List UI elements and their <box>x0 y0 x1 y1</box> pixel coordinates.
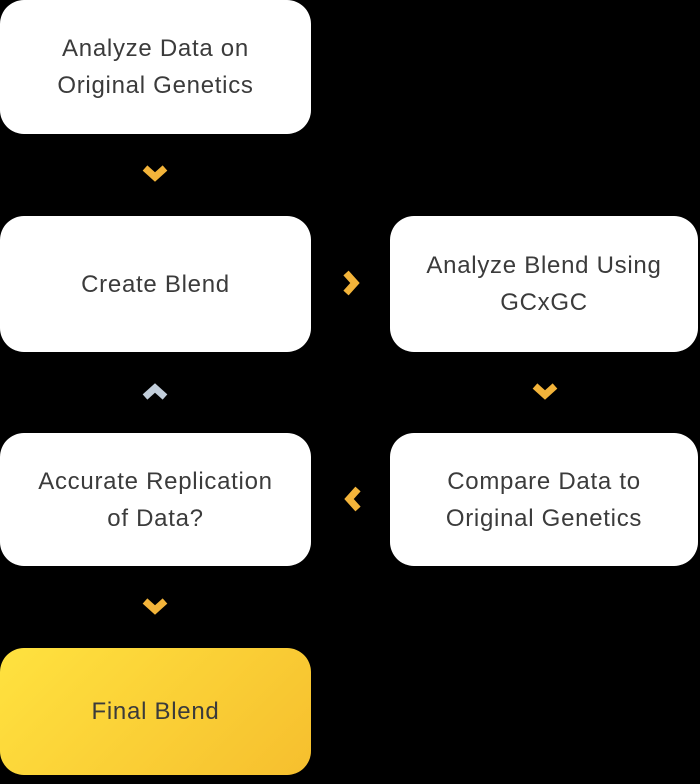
arrow-down-icon <box>140 164 170 184</box>
node-label-line: Compare Data to <box>447 467 641 495</box>
node-analyze-blend: Analyze Blend Using GCxGC <box>390 216 698 352</box>
node-label-line: Analyze Data on <box>62 35 249 62</box>
node-final-blend: Final Blend <box>0 648 311 775</box>
arrow-left-icon <box>342 484 362 514</box>
node-label-line: Create Blend <box>81 270 230 298</box>
node-accurate-replication: Accurate Replication of Data? <box>0 433 311 566</box>
node-label-line: Final Blend <box>91 698 220 725</box>
node-create-blend: Create Blend <box>0 216 311 352</box>
arrow-down-icon <box>140 597 170 617</box>
node-label-line: Accurate Replication <box>38 467 273 495</box>
node-label-line: Original Genetics <box>57 72 254 99</box>
node-label-line: Original Genetics <box>445 504 643 532</box>
arrow-right-icon <box>342 268 362 298</box>
node-compare-data: Compare Data to Original Genetics <box>390 433 698 566</box>
node-label-line: GCxGC <box>500 289 588 316</box>
node-label-line: Analyze Blend Using <box>426 252 662 279</box>
arrow-down-icon <box>530 382 560 402</box>
node-label-line: of Data? <box>107 504 204 532</box>
node-analyze-data: Analyze Data on Original Genetics <box>0 0 311 134</box>
arrow-up-icon <box>140 381 170 401</box>
